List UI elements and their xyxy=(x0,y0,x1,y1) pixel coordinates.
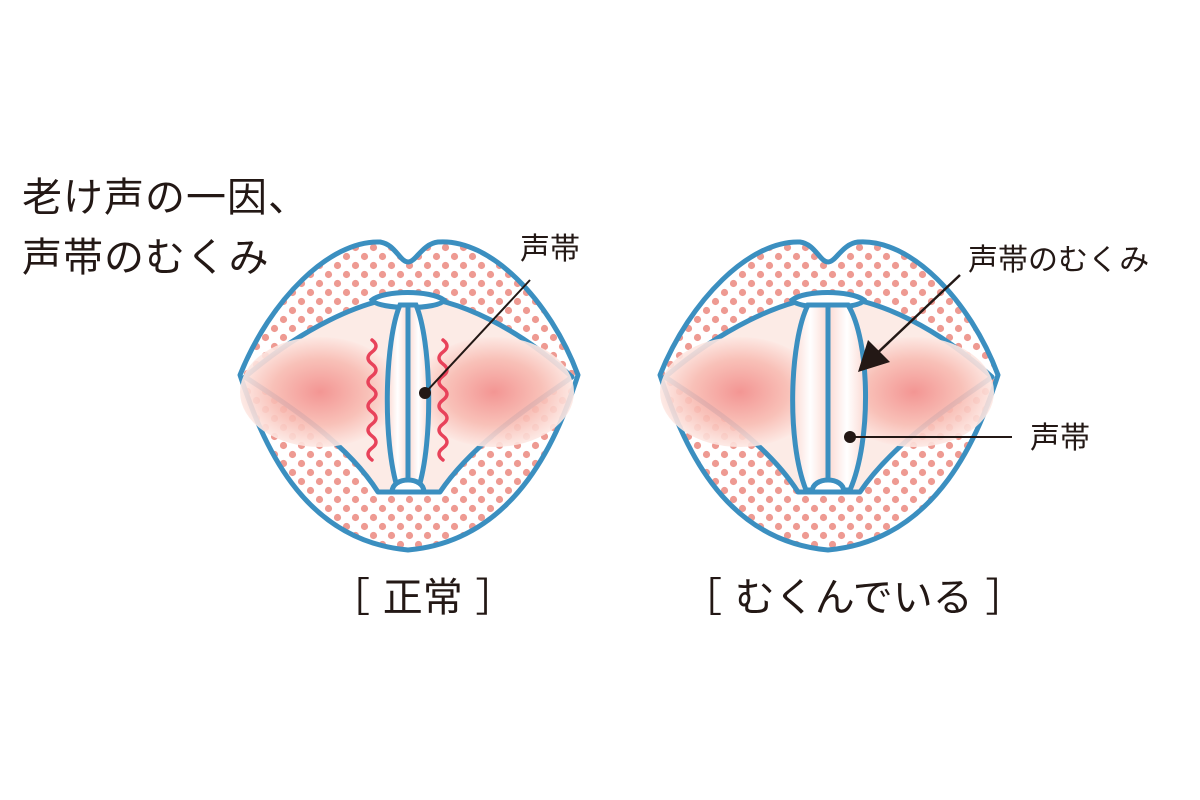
leader-dot-swollen xyxy=(844,431,856,443)
title-line-2: 声帯のむくみ xyxy=(22,235,270,281)
vibration-left xyxy=(366,338,378,462)
arytenoid xyxy=(389,477,427,495)
diagram-title: 老け声の一因、 声帯のむくみ xyxy=(22,168,309,288)
vocal-cord-left xyxy=(384,302,411,493)
arrowhead-icon xyxy=(858,340,890,372)
leader-line-normal xyxy=(424,279,531,394)
swelling-label: 声帯のむくみ xyxy=(968,243,1150,278)
swollen-larynx xyxy=(657,239,1012,553)
vocal-cord-label-normal: 声帯 xyxy=(520,232,580,267)
caption-swollen: ［ むくんでいる ］ xyxy=(682,575,1026,621)
vocal-cord-right-swollen xyxy=(825,302,868,493)
title-line-1: 老け声の一因、 xyxy=(22,175,309,221)
epiglottis xyxy=(368,290,448,310)
vocal-cord-left xyxy=(790,302,831,493)
arytenoid xyxy=(809,477,847,495)
swelling-arrow xyxy=(868,274,961,362)
vocal-cord-label-swollen: 声帯 xyxy=(1030,421,1090,456)
normal-larynx xyxy=(237,239,581,553)
vibration-right xyxy=(437,338,449,462)
leader-dot-normal xyxy=(419,387,431,399)
caption-normal: ［ 正常 ］ xyxy=(330,575,516,621)
